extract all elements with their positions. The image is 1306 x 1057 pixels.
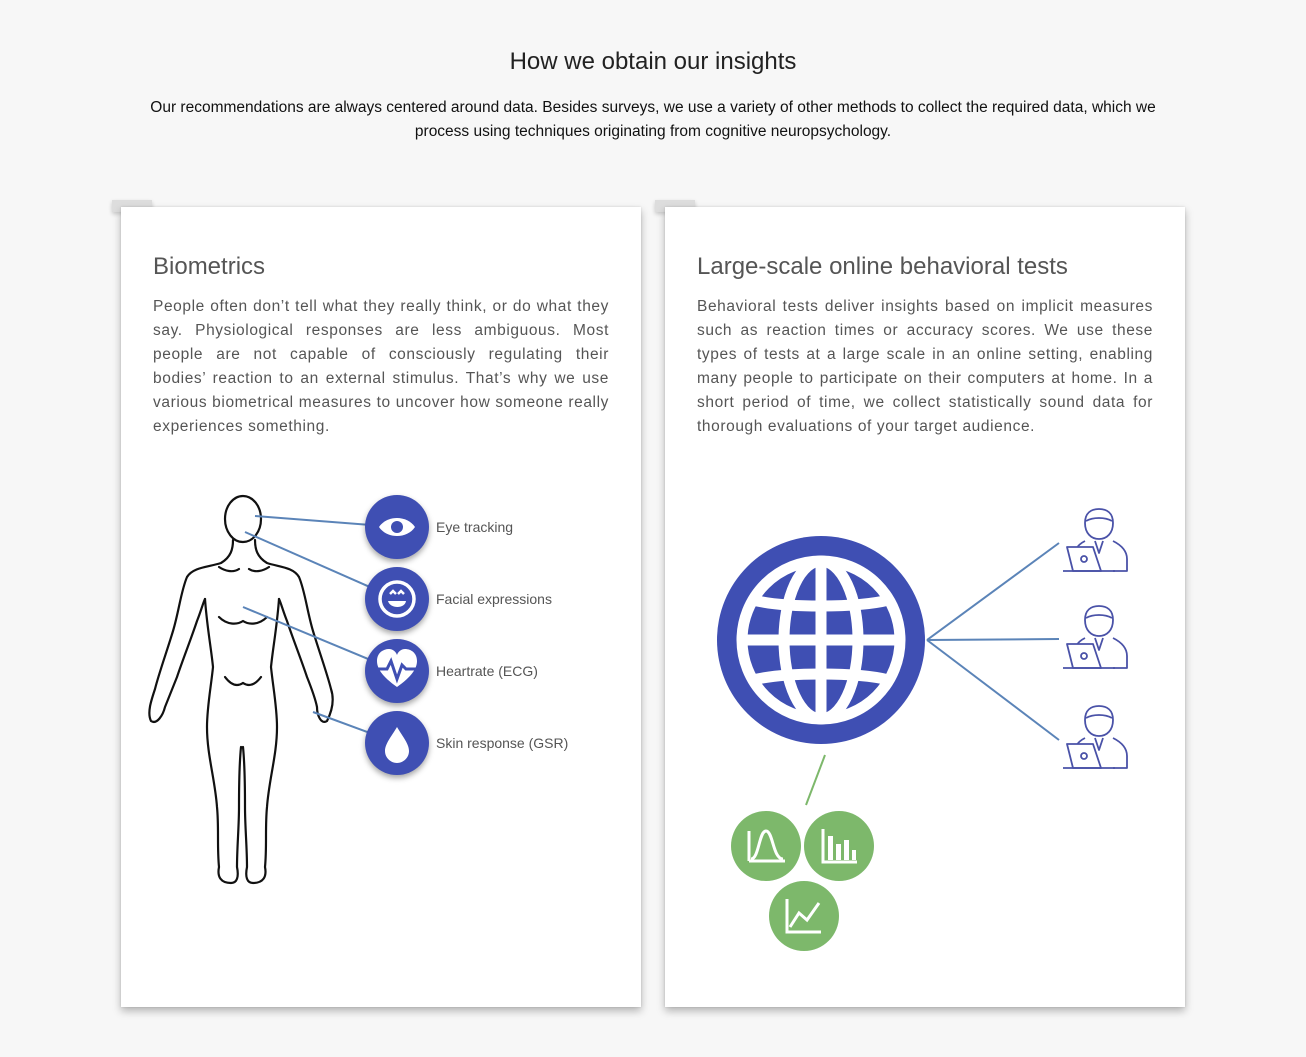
- behavioral-tests-illustration: [717, 508, 1128, 951]
- card-description: Behavioral tests deliver insights based …: [697, 298, 1153, 435]
- behavioral-tests-card: Large-scale online behavioral tests Beha…: [665, 207, 1185, 1007]
- card-title: Biometrics: [153, 253, 266, 280]
- measure-label-skin-response: Skin response (GSR): [436, 735, 569, 751]
- smiley-icon: [365, 567, 429, 631]
- person-laptop-icon: [1062, 605, 1128, 669]
- bar-chart-icon: [804, 811, 874, 881]
- distribution-chart-icon: [731, 811, 801, 881]
- droplet-icon: [365, 711, 429, 775]
- card-title: Large-scale online behavioral tests: [697, 253, 1068, 280]
- card-description: People often don’t tell what they really…: [153, 298, 609, 435]
- connector-lines: [242, 515, 398, 744]
- human-body-icon: [148, 494, 334, 885]
- heart-pulse-icon: [365, 639, 429, 703]
- line-chart-icon: [769, 881, 839, 951]
- person-laptop-icon: [1063, 508, 1128, 572]
- measure-label-eye-tracking: Eye tracking: [436, 519, 514, 535]
- connector-lines: [805, 542, 1060, 806]
- biometrics-illustration: [148, 494, 429, 885]
- globe-icon: [717, 536, 925, 744]
- page-subtitle: Our recommendations are always centered …: [150, 99, 1156, 140]
- eye-icon: [365, 495, 429, 559]
- measure-label-facial-expressions: Facial expressions: [436, 591, 552, 607]
- page-title: How we obtain our insights: [509, 48, 797, 75]
- person-laptop-icon: [1062, 705, 1128, 769]
- biometrics-card: Biometrics People often don’t tell what …: [121, 207, 641, 1007]
- measure-label-heartrate: Heartrate (ECG): [436, 663, 538, 679]
